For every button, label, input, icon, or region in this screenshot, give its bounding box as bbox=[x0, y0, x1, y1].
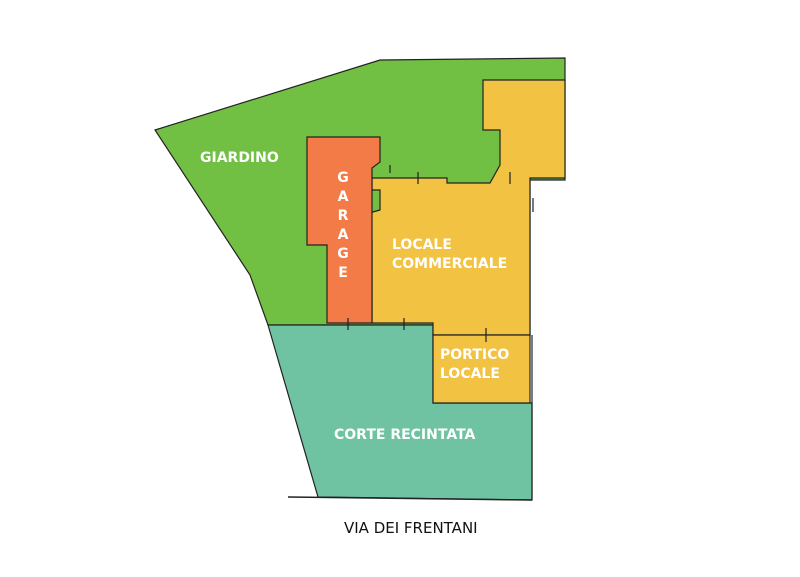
garage-label-letter: E bbox=[338, 265, 348, 281]
porch-label-line1: PORTICO bbox=[440, 347, 509, 363]
garage-area bbox=[306, 136, 381, 324]
courtyard-label: CORTE RECINTATA bbox=[334, 427, 476, 443]
garage-label-letter: G bbox=[337, 170, 349, 186]
garden-label: GIARDINO bbox=[200, 150, 279, 166]
door-ticks bbox=[347, 165, 534, 342]
porch-area bbox=[432, 334, 531, 404]
garage-label-letter: R bbox=[338, 208, 349, 224]
garage-label-letter: A bbox=[338, 189, 349, 205]
porch-label-line2: LOCALE bbox=[440, 366, 500, 382]
street-boundary-line bbox=[287, 496, 533, 501]
garage-label-letter: A bbox=[338, 227, 349, 243]
garage-label-letter: G bbox=[337, 246, 349, 262]
commercial-label-line2: COMMERCIALE bbox=[392, 256, 507, 272]
commercial-label-line1: LOCALE bbox=[392, 237, 452, 253]
street-label: VIA DEI FRENTANI bbox=[344, 519, 478, 537]
